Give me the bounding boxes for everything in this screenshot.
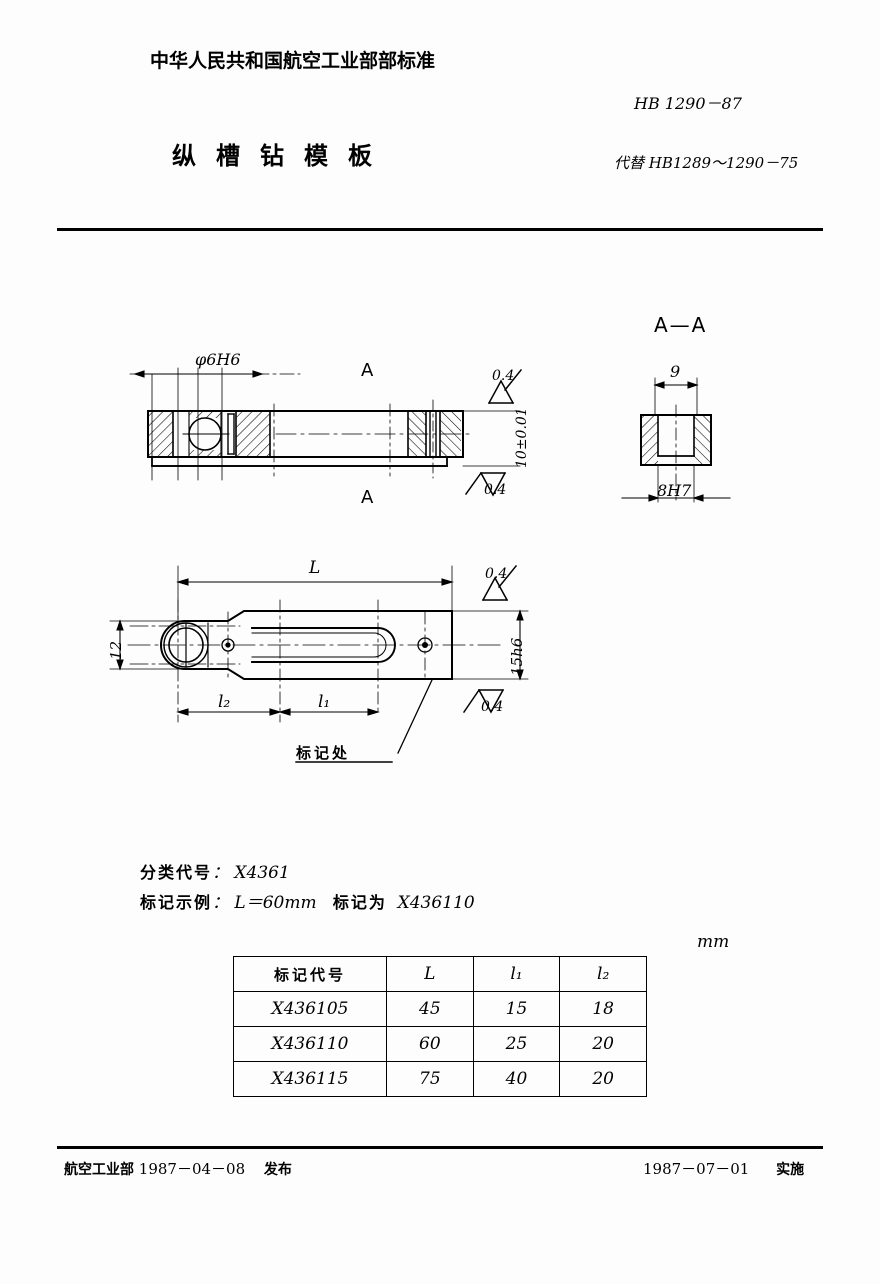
footer-divider-rule bbox=[57, 1146, 823, 1149]
header-divider-rule bbox=[57, 228, 823, 231]
note-classification-label: 分类代号 bbox=[140, 863, 213, 882]
table-row: X436115 75 40 20 bbox=[233, 1061, 647, 1097]
cell-l2: 20 bbox=[559, 1026, 647, 1062]
cell-l1: 40 bbox=[472, 1061, 561, 1097]
table-header-row: 标记代号 L l₁ l₂ bbox=[233, 956, 647, 992]
footer-effective: 1987－07－01 实施 bbox=[643, 1158, 804, 1179]
note-marking-example-label: 标记示例 bbox=[140, 893, 213, 912]
annotation-mark-location: 标记处 bbox=[296, 744, 351, 762]
footer-issue: 航空工业部 1987－04－08 发布 bbox=[64, 1158, 292, 1179]
header-replaces: 代替 HB1289～1290－75 bbox=[614, 154, 799, 172]
cell-L: 60 bbox=[386, 1026, 474, 1062]
note-marking-as-label: 标记为 bbox=[332, 893, 387, 912]
table-row: X436105 45 15 18 bbox=[233, 991, 647, 1027]
section-mark-top: A bbox=[361, 360, 379, 381]
dim-thickness-label: 10±0.01 bbox=[514, 407, 530, 468]
footer-issuer: 航空工业部 bbox=[64, 1162, 134, 1178]
table-unit-label: mm bbox=[697, 932, 730, 952]
note-marking-example: 标记示例： L＝60mm 标记为 X436110 bbox=[140, 893, 475, 913]
cell-L: 45 bbox=[386, 991, 474, 1027]
note-marking-example-code: X436110 bbox=[397, 893, 475, 913]
footer-effective-date: 1987－07－01 bbox=[643, 1160, 750, 1178]
cell-code: X436115 bbox=[233, 1061, 387, 1097]
surface-finish-plan-lower: 0.4 bbox=[481, 699, 504, 715]
section-mark-bottom: A bbox=[361, 487, 379, 508]
cell-L: 75 bbox=[386, 1061, 474, 1097]
note-classification: 分类代号： X4361 bbox=[140, 863, 290, 883]
footer-issue-label: 发布 bbox=[263, 1162, 292, 1178]
cell-code: X436110 bbox=[233, 1026, 387, 1062]
header-standard-number: HB 1290－87 bbox=[634, 94, 742, 113]
footer-effective-label: 实施 bbox=[776, 1162, 805, 1178]
spec-table: 标记代号 L l₁ l₂ X436105 45 15 18 X436110 60… bbox=[233, 956, 647, 1097]
dim-section-width-label: 9 bbox=[670, 362, 681, 381]
cell-l1: 15 bbox=[472, 991, 561, 1027]
header-organization: 中华人民共和国航空工业部部标准 bbox=[150, 50, 436, 72]
surface-finish-top-upper: 0.4 bbox=[492, 368, 515, 384]
cell-code: X436105 bbox=[233, 991, 387, 1027]
cell-l2: 18 bbox=[559, 991, 647, 1027]
surface-finish-plan-upper: 0.4 bbox=[485, 566, 508, 582]
cell-l2: 20 bbox=[559, 1061, 647, 1097]
dim-bore-top-label: φ6H6 bbox=[195, 350, 241, 369]
table-header-code: 标记代号 bbox=[233, 956, 387, 992]
page-title: 纵槽钻模板 bbox=[172, 142, 392, 170]
note-marking-example-value: L＝60mm bbox=[234, 893, 317, 913]
surface-finish-top-lower: 0.4 bbox=[484, 482, 507, 498]
dim-plan-height-right-label: 15h6 bbox=[508, 637, 526, 676]
dim-plan-length-label: L bbox=[309, 558, 321, 578]
cell-l1: 25 bbox=[472, 1026, 561, 1062]
footer-issue-date: 1987－04－08 bbox=[138, 1160, 246, 1178]
dim-section-bore-label: 8H7 bbox=[657, 481, 692, 500]
dim-plan-height-left-label: 12 bbox=[107, 640, 125, 660]
table-header-l1: l₁ bbox=[472, 956, 561, 992]
section-view-title: A—A bbox=[654, 313, 708, 337]
note-classification-value: X4361 bbox=[234, 863, 290, 883]
table-header-l2: l₂ bbox=[559, 956, 647, 992]
dim-plan-l1-label: l₁ bbox=[318, 692, 331, 712]
table-row: X436110 60 25 20 bbox=[233, 1026, 647, 1062]
notes-block: 分类代号： X4361 标记示例： L＝60mm 标记为 X436110 bbox=[140, 858, 475, 918]
table-header-L: L bbox=[386, 956, 474, 992]
dim-plan-l2-label: l₂ bbox=[218, 692, 231, 712]
